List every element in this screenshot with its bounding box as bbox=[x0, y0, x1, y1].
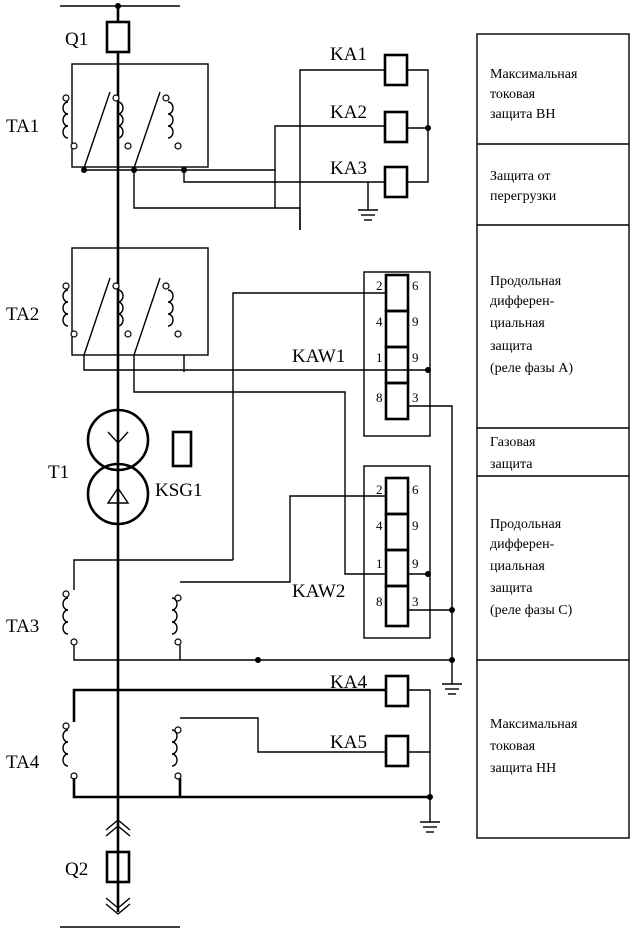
label-kaw1: KAW1 bbox=[292, 346, 345, 367]
svg-text:8: 8 bbox=[376, 594, 383, 609]
svg-text:6: 6 bbox=[412, 482, 419, 497]
label-ka1: KA1 bbox=[330, 44, 367, 65]
label-ka2: KA2 bbox=[330, 102, 367, 123]
legend-differential-a: Продольная дифферен- циальная защита (ре… bbox=[490, 274, 573, 376]
label-ta1: TA1 bbox=[6, 116, 39, 137]
current-transformer-ta1: TA1 bbox=[6, 63, 385, 230]
svg-text:токовая: токовая bbox=[490, 87, 536, 102]
svg-text:дифферен-: дифферен- bbox=[490, 294, 555, 309]
label-ksg1: KSG1 bbox=[155, 480, 203, 501]
svg-text:9: 9 bbox=[412, 350, 419, 365]
breaker-q1: Q1 bbox=[65, 20, 131, 54]
svg-text:защита: защита bbox=[490, 457, 533, 472]
svg-text:2: 2 bbox=[376, 278, 383, 293]
svg-text:1: 1 bbox=[376, 350, 383, 365]
legend-max-current-hv: Максимальная токовая защита ВН bbox=[490, 67, 578, 122]
svg-text:циальная: циальная bbox=[490, 316, 545, 331]
svg-text:8: 8 bbox=[376, 390, 383, 405]
svg-text:9: 9 bbox=[412, 518, 419, 533]
legend-differential-c: Продольная дифферен- циальная защита (ре… bbox=[490, 517, 573, 618]
gas-relay-ksg1: KSG1 bbox=[155, 430, 203, 501]
svg-text:(реле фазы С): (реле фазы С) bbox=[490, 603, 573, 618]
relay-kaw1: KAW1 2 6 4 9 1 9 8 3 bbox=[232, 271, 453, 660]
svg-text:Максимальная: Максимальная bbox=[490, 717, 578, 732]
label-ta2: TA2 bbox=[6, 304, 39, 325]
label-q1: Q1 bbox=[65, 29, 88, 50]
main-bus bbox=[60, 3, 180, 928]
svg-text:защита: защита bbox=[490, 581, 533, 596]
relay-kaw2: KAW2 2 6 4 9 1 9 8 3 bbox=[180, 465, 455, 639]
label-ka4: KA4 bbox=[330, 672, 367, 693]
svg-text:перегрузки: перегрузки bbox=[490, 189, 557, 204]
legend-overload: Защита от перегрузки bbox=[490, 169, 557, 204]
legend-gas: Газовая защита bbox=[490, 435, 536, 472]
label-ka3: KA3 bbox=[330, 158, 367, 179]
svg-text:Газовая: Газовая bbox=[490, 435, 536, 450]
label-t1: T1 bbox=[48, 462, 69, 483]
svg-text:токовая: токовая bbox=[490, 739, 536, 754]
svg-text:2: 2 bbox=[376, 482, 383, 497]
svg-text:защита ВН: защита ВН bbox=[490, 107, 555, 122]
label-kaw2: KAW2 bbox=[292, 581, 345, 602]
svg-text:3: 3 bbox=[412, 390, 419, 405]
svg-text:(реле фазы А): (реле фазы А) bbox=[490, 361, 573, 376]
legend-max-current-lv: Максимальная токовая защита НН bbox=[490, 717, 578, 776]
label-ta3: TA3 bbox=[6, 616, 39, 637]
power-transformer-t1: T1 bbox=[48, 408, 150, 526]
svg-text:Максимальная: Максимальная bbox=[490, 67, 578, 82]
svg-text:1: 1 bbox=[376, 556, 383, 571]
svg-text:9: 9 bbox=[412, 556, 419, 571]
svg-text:9: 9 bbox=[412, 314, 419, 329]
svg-text:Продольная: Продольная bbox=[490, 274, 562, 289]
svg-text:3: 3 bbox=[412, 594, 419, 609]
svg-text:6: 6 bbox=[412, 278, 419, 293]
relays-ka1-ka3: KA1 KA2 KA3 bbox=[330, 44, 431, 221]
svg-text:4: 4 bbox=[376, 314, 383, 329]
current-transformer-ta3: TA3 bbox=[6, 559, 462, 695]
current-transformer-ta2: TA2 bbox=[6, 247, 428, 575]
label-ta4: TA4 bbox=[6, 752, 40, 773]
svg-text:циальная: циальная bbox=[490, 559, 545, 574]
svg-text:защита: защита bbox=[490, 339, 533, 354]
svg-text:Продольная: Продольная bbox=[490, 517, 562, 532]
svg-text:Защита от: Защита от bbox=[490, 169, 550, 184]
protection-legend-panel: Максимальная токовая защита ВН Защита от… bbox=[476, 33, 630, 839]
current-transformer-ta4: TA4 bbox=[6, 688, 430, 799]
svg-text:защита НН: защита НН bbox=[490, 761, 556, 776]
svg-text:4: 4 bbox=[376, 518, 383, 533]
relays-ka4-ka5: KA4 KA5 bbox=[330, 672, 440, 833]
label-ka5: KA5 bbox=[330, 732, 367, 753]
label-q2: Q2 bbox=[65, 859, 88, 880]
svg-text:дифферен-: дифферен- bbox=[490, 537, 555, 552]
breaker-q2: Q2 bbox=[65, 819, 131, 915]
